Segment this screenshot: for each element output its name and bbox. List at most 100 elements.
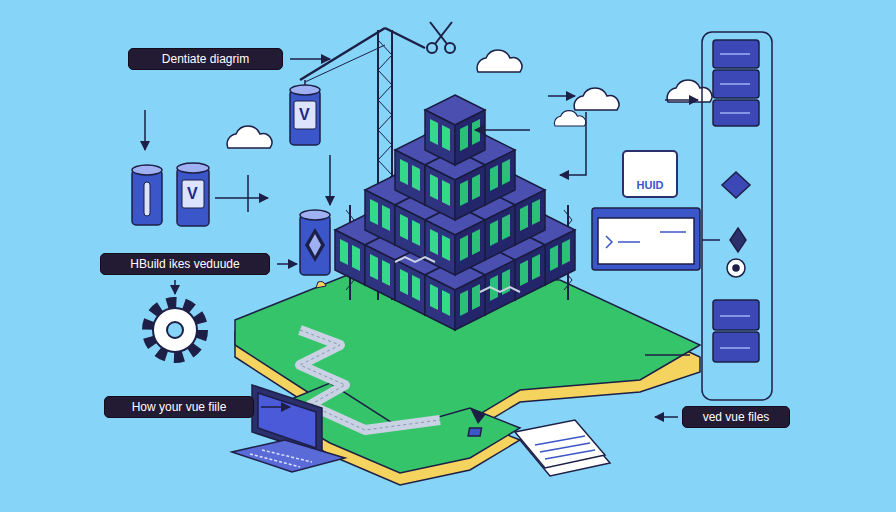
leader-arrow bbox=[290, 58, 330, 60]
crane-counter-jib bbox=[385, 28, 425, 48]
leader-arrows bbox=[145, 59, 720, 417]
cloud bbox=[574, 88, 619, 110]
document-figure bbox=[468, 428, 481, 436]
roll-icon bbox=[733, 265, 739, 271]
crane-jib-tie bbox=[305, 45, 385, 82]
stairs bbox=[395, 257, 435, 262]
document-line bbox=[545, 450, 595, 459]
can bbox=[300, 210, 330, 288]
leader-arrow bbox=[144, 110, 146, 150]
laptop-keys bbox=[250, 454, 300, 467]
server-slot bbox=[720, 112, 750, 114]
duck-icon bbox=[316, 282, 326, 289]
laptop-keyboard bbox=[232, 440, 345, 472]
can-letter: V bbox=[187, 185, 198, 203]
scissors-ring bbox=[445, 43, 455, 53]
stairs bbox=[480, 287, 520, 292]
server-unit bbox=[713, 70, 759, 98]
document-sheet bbox=[515, 420, 605, 468]
leader-line bbox=[247, 175, 249, 212]
server-unit bbox=[713, 100, 759, 126]
can-stripe bbox=[144, 182, 150, 216]
label-box: How your vue fiile bbox=[104, 396, 254, 418]
leader-arrow bbox=[548, 95, 575, 97]
can-panel bbox=[294, 101, 316, 129]
document-line bbox=[535, 436, 585, 445]
path-marker bbox=[470, 408, 486, 424]
label-box: HBuild ikes veduude bbox=[100, 253, 270, 275]
gear-teeth bbox=[149, 304, 201, 356]
can-top bbox=[290, 85, 320, 95]
can-top bbox=[177, 163, 209, 173]
leader-arrow bbox=[329, 155, 331, 205]
label-box: ved vue files bbox=[682, 406, 790, 428]
leader-arrow bbox=[261, 406, 290, 408]
cloud bbox=[667, 80, 712, 102]
document-line bbox=[540, 443, 590, 452]
label-box: Dentiate diagrim bbox=[128, 48, 283, 70]
can bbox=[177, 163, 209, 226]
can-body bbox=[300, 215, 330, 275]
server-unit bbox=[713, 332, 759, 362]
scissors-ring bbox=[427, 43, 437, 53]
server-unit bbox=[713, 300, 759, 330]
roll-icon bbox=[727, 259, 745, 277]
can-letter: V bbox=[299, 106, 310, 124]
server-slot bbox=[720, 53, 750, 55]
leader-arrow bbox=[215, 197, 268, 199]
label-text: How your vue fiile bbox=[132, 400, 227, 414]
server-slot bbox=[720, 83, 750, 85]
gear-hole bbox=[167, 322, 183, 338]
building bbox=[335, 95, 575, 330]
server-unit bbox=[713, 40, 759, 68]
browser-code bbox=[660, 231, 686, 233]
browser-frame bbox=[592, 208, 700, 270]
leader-arrow bbox=[174, 280, 176, 294]
can-logo bbox=[305, 228, 325, 262]
leader-arrow bbox=[560, 112, 586, 175]
can-top bbox=[132, 165, 162, 175]
gem-icon bbox=[730, 228, 746, 252]
label-text: HUID bbox=[637, 179, 664, 192]
cloud bbox=[227, 126, 272, 148]
laptop-display bbox=[258, 393, 316, 448]
logo-badge: HUID bbox=[622, 150, 678, 198]
documents bbox=[468, 420, 610, 476]
scissors-blade bbox=[430, 22, 447, 44]
can-body bbox=[132, 170, 162, 225]
browser-code bbox=[606, 236, 612, 248]
can bbox=[132, 165, 162, 225]
gear-icon bbox=[149, 304, 201, 356]
label-text: ved vue files bbox=[703, 410, 770, 424]
browser-window bbox=[592, 208, 700, 270]
server-column bbox=[702, 32, 772, 400]
leader-line bbox=[702, 239, 720, 241]
gear-body bbox=[153, 308, 197, 352]
cloud bbox=[477, 50, 522, 72]
can-logo bbox=[309, 234, 321, 256]
cloud bbox=[554, 111, 585, 126]
can-panel bbox=[182, 180, 204, 208]
laptop-keys bbox=[262, 450, 312, 462]
leader-arrow bbox=[475, 129, 530, 131]
can-body bbox=[177, 168, 209, 226]
can bbox=[290, 85, 320, 145]
label-text: HBuild ikes veduude bbox=[130, 257, 239, 271]
leader-arrow bbox=[655, 416, 678, 418]
browser-page bbox=[598, 218, 694, 264]
scissors-icon bbox=[427, 22, 455, 53]
leader-line bbox=[645, 354, 690, 356]
browser-code bbox=[618, 241, 640, 243]
can-top bbox=[300, 210, 330, 220]
leader-arrow bbox=[277, 263, 297, 265]
crane-jib bbox=[300, 28, 385, 80]
can-body bbox=[290, 90, 320, 145]
server-slot bbox=[720, 347, 750, 349]
column-frame bbox=[702, 32, 772, 400]
leader-arrow bbox=[665, 99, 698, 101]
server-slot bbox=[720, 315, 750, 317]
gem-icon bbox=[722, 172, 750, 198]
label-text: Dentiate diagrim bbox=[162, 52, 249, 66]
